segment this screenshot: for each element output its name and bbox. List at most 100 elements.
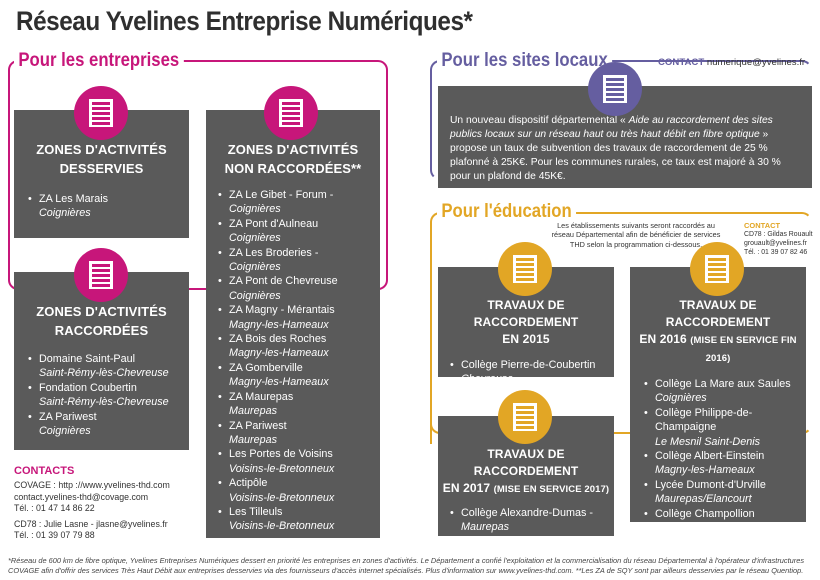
building-icon [74, 248, 128, 302]
box-title: TRAVAUX DE RACCORDEMENT EN 2016 (MISE EN… [630, 297, 806, 367]
item-name: ZA Pariwest [39, 410, 97, 423]
travaux-2016-list: Collège La Mare aux SaulesCoignièresColl… [644, 377, 806, 564]
box-title-year: EN 2017 [442, 481, 491, 495]
box-title-line: TRAVAUX DE RACCORDEMENT [473, 298, 579, 329]
box-travaux-2017: TRAVAUX DE RACCORDEMENT EN 2017 (MISE EN… [438, 416, 614, 578]
box-title-line: RACCORDÉES [54, 323, 149, 338]
item-name: Lycées les 7 Mares - [461, 564, 564, 577]
education-intro: Les établissements suivants seront racco… [551, 221, 721, 249]
list-item: Domaine Saint-PaulSaint-Rémy-lès-Chevreu… [28, 352, 189, 381]
item-name: ZA Magny - Mérantais [229, 304, 335, 317]
box-title-line: EN 2015 [438, 331, 614, 348]
za-raccordees-list: Domaine Saint-PaulSaint-Rémy-lès-Chevreu… [28, 352, 189, 438]
education-frame [430, 212, 812, 434]
box-title: TRAVAUX DE RACCORDEMENT EN 2017 (MISE EN… [438, 446, 614, 498]
item-location: Coignières [229, 203, 281, 216]
item-location: Maurepas [229, 433, 278, 446]
box-title: ZONES D'ACTIVITÉS DESSERVIES [14, 140, 189, 178]
entreprises-section-title: Pour les entreprises [14, 50, 184, 72]
item-location: Saint-Rémy-lès-Chevreuse [39, 396, 169, 409]
item-location: Magny-les-Hameaux [229, 318, 329, 331]
item-location: Le Mesnil Saint-Denis [655, 435, 761, 448]
list-item: Collège Hélène-BoucherVoisins-le-Bretonn… [644, 535, 806, 564]
contacts-title: CONTACTS [14, 465, 75, 477]
contact-label: CONTACT [658, 57, 705, 68]
box-za-non-raccordees: ZONES D'ACTIVITÉS NON RACCORDÉES** ZA Le… [206, 110, 380, 538]
item-name: Collège Champollion [655, 507, 755, 520]
contacts-block: CONTACTS COVAGE : http ://www.yvelines-t… [14, 465, 204, 542]
box-title-line: EN 2017 (MISE EN SERVICE 2017) [438, 480, 614, 498]
item-name: Collège La Mare aux Saules [655, 378, 791, 390]
box-title-line: TRAVAUX DE RACCORDEMENT [473, 447, 579, 478]
text-part: » propose un taux de subvention des trav… [450, 129, 781, 182]
item-name: Les Portes de Voisins [229, 448, 333, 461]
contact-email[interactable]: numerique@yvelines.fr [706, 57, 806, 68]
item-location: Coignières [229, 232, 281, 245]
item-name: Collège Alexandre-Dumas - [461, 507, 594, 519]
item-name: ZA Bois des Roches [229, 333, 327, 346]
item-location: Voisins-le-Bretonneux [229, 491, 335, 504]
item-location: Maurepas [229, 405, 278, 418]
item-location: Saint-Rémy-lès-Chevreuse [39, 367, 169, 380]
sites-locaux-section-title: Pour les sites locaux [437, 50, 613, 72]
list-item: ZA Les Broderies - Coignières [218, 246, 380, 275]
item-name: ZA Les Marais [39, 193, 109, 205]
contact-line: Tél. : 01 39 07 79 88 [14, 530, 95, 540]
box-title-line: EN 2016 (MISE EN SERVICE FIN 2016) [630, 331, 806, 367]
box-title-year: EN 2016 [639, 332, 687, 346]
contact-label: CONTACT [744, 221, 781, 230]
text-emphasis: Aide au raccordement des sites publics l… [450, 115, 773, 140]
item-location: Magny-les-Hameaux [229, 347, 329, 360]
item-name: Fondation Coubertin [39, 381, 137, 394]
box-travaux-2016: TRAVAUX DE RACCORDEMENT EN 2016 (MISE EN… [630, 267, 806, 563]
box-title: TRAVAUX DE RACCORDEMENT EN 2015 [438, 297, 614, 348]
building-icon [498, 242, 552, 296]
page-title: Réseau Yvelines Entreprise Numériques* [16, 6, 473, 36]
box-title-line: DESSERVIES [59, 161, 144, 176]
education-section-title: Pour l'éducation [437, 201, 577, 223]
za-non-raccordees-list: ZA Le Gibet - Forum -CoignièresZA Pont d… [218, 188, 380, 534]
item-name: Domaine Saint-Paul [39, 353, 136, 365]
item-location: Coignières [655, 392, 707, 405]
footnote: *Réseau de 600 km de fibre optique, Yvel… [8, 556, 805, 575]
item-location: Maurepas [563, 564, 612, 577]
item-name: ZA Le Gibet - Forum - [229, 189, 334, 201]
box-title: ZONES D'ACTIVITÉS RACCORDÉES [14, 302, 189, 340]
item-location: Coignières [229, 261, 281, 274]
item-name: ZA Les Broderies - [229, 246, 319, 259]
item-location: Magny-les-Hameaux [229, 376, 329, 389]
item-location: Coignières [39, 425, 91, 438]
item-name: Lycée Dumont-d'Urville [655, 478, 766, 491]
item-location: Voisins-le-Bretonneux [229, 462, 335, 475]
sites-locaux-text: Un nouveau dispositif départemental « Ai… [450, 114, 800, 184]
item-name: Collège Louis-Pergaud - [461, 535, 578, 548]
box-title-line: ZONES D'ACTIVITÉS [227, 142, 359, 157]
box-title-line: ZONES D'ACTIVITÉS [36, 142, 167, 157]
box-title: ZONES D'ACTIVITÉS NON RACCORDÉES** [206, 140, 380, 178]
box-title-line: NON RACCORDÉES** [224, 161, 362, 176]
contact-line: contact.yvelines-thd@covage.com [14, 491, 149, 502]
item-location: Voisins-le-Bretonneux [655, 550, 761, 563]
text-part: Un nouveau dispositif départemental « [450, 115, 629, 126]
item-name: Actipôle [229, 477, 268, 490]
item-name: ZA Gomberville [229, 361, 303, 374]
contact-line: COVAGE : http ://www.yvelines-thd.com [14, 480, 170, 490]
list-item: Lycées les 7 Mares - Maurepas [450, 564, 614, 579]
contact-line: grouault@yvelines.fr [744, 240, 807, 247]
travaux-2017-list: Collège Alexandre-Dumas - Maurepas Collèg… [450, 506, 614, 578]
sites-locaux-frame [430, 60, 812, 180]
box-title-line: TRAVAUX DE RACCORDEMENT [665, 298, 771, 329]
list-item: Fondation CoubertinSaint-Rémy-lès-Chevre… [28, 381, 189, 410]
